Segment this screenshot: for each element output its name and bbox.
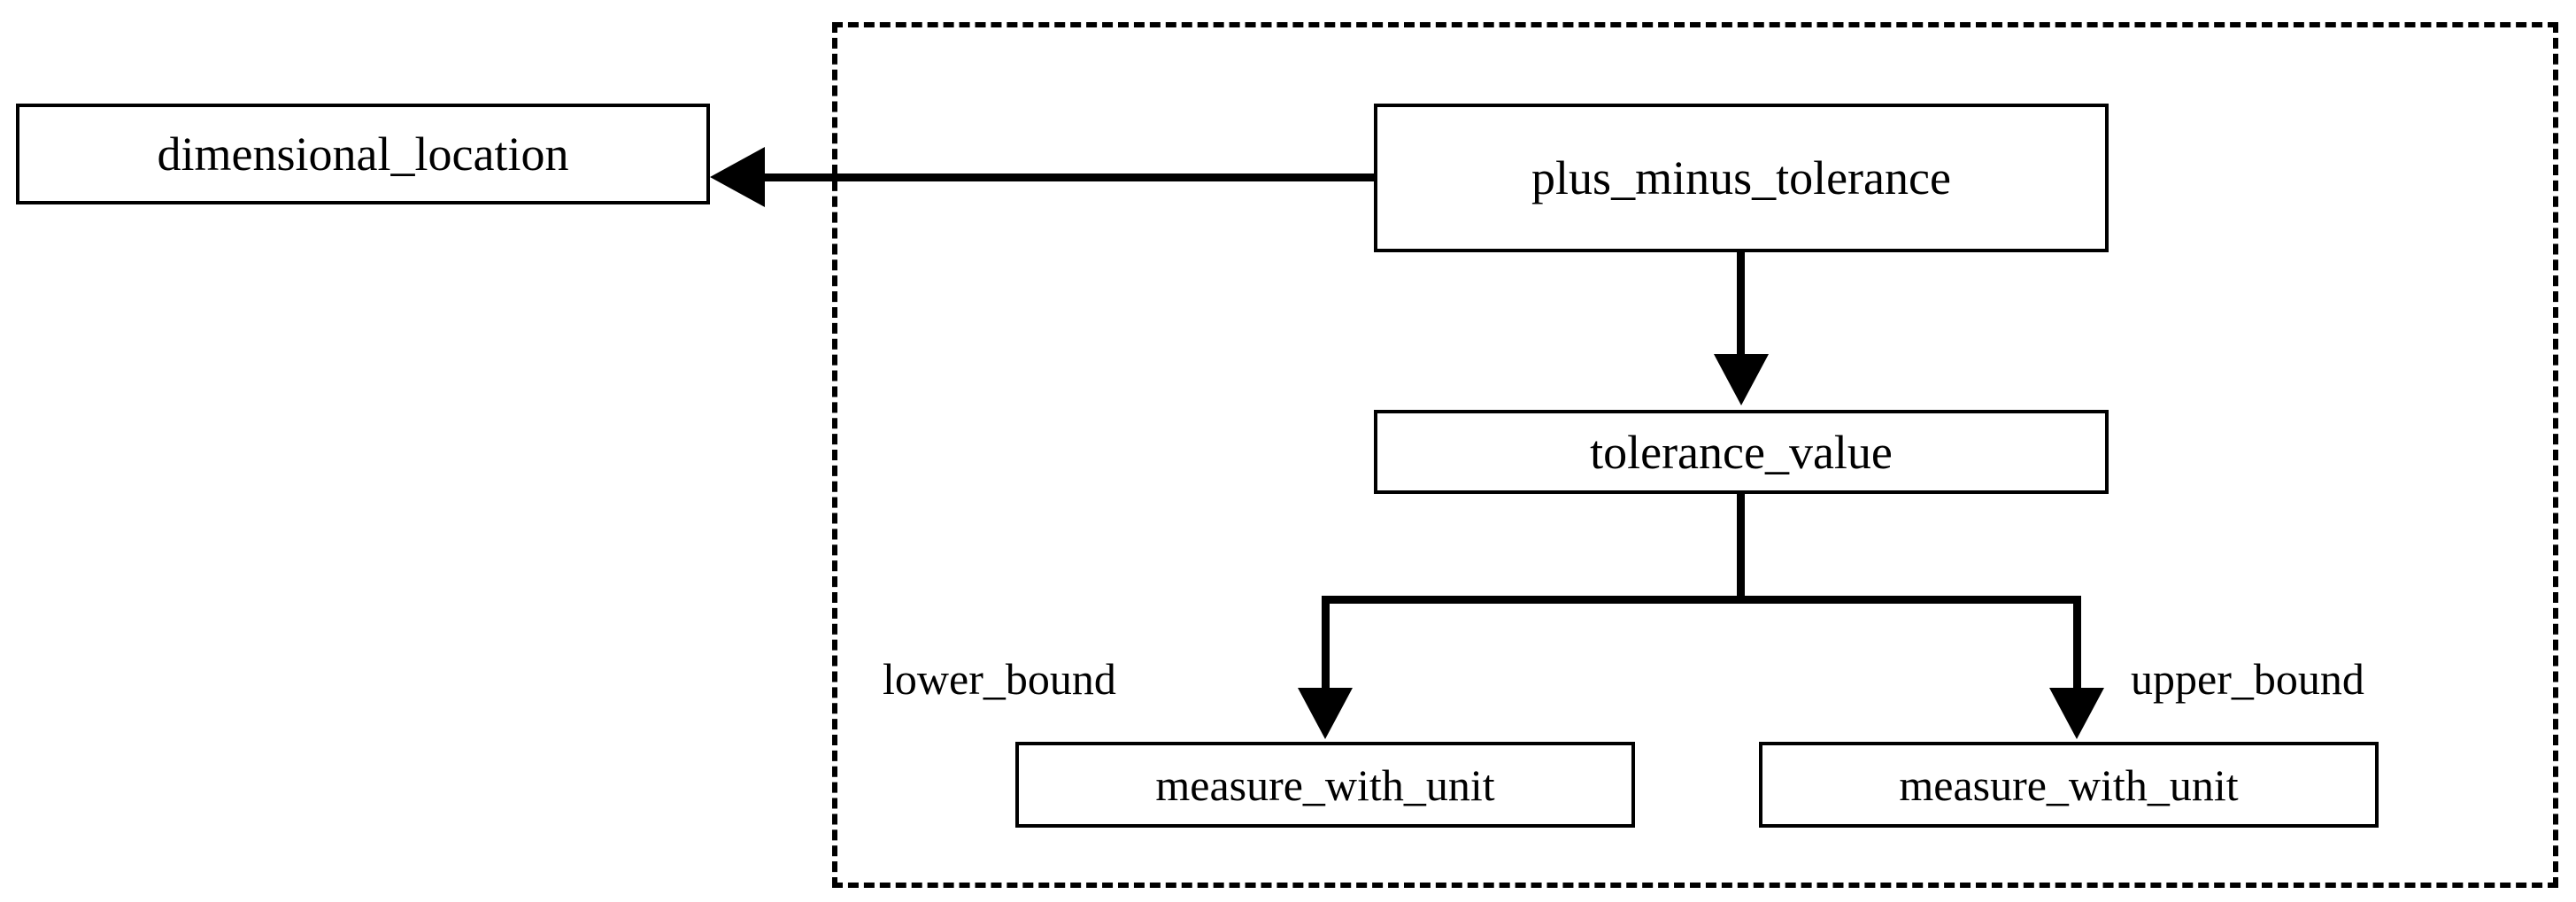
edge-lower-bound-line (1322, 596, 1330, 691)
node-plus-minus-tolerance-label: plus_minus_tolerance (1531, 151, 1951, 204)
node-dimensional-location-label: dimensional_location (157, 127, 569, 181)
node-measure-with-unit-lower[interactable]: measure_with_unit (1015, 742, 1635, 828)
node-tolerance-value[interactable]: tolerance_value (1374, 410, 2109, 494)
edge-upper-bound-line (2073, 596, 2081, 691)
edge-plus-minus-to-tolerance-value-line (1737, 251, 1745, 358)
edge-tolerance-value-stem (1737, 494, 1745, 603)
node-measure-with-unit-lower-label: measure_with_unit (1155, 759, 1495, 810)
edge-lower-bound-arrowhead (1298, 688, 1353, 739)
node-tolerance-value-label: tolerance_value (1590, 425, 1893, 479)
edge-label-upper-bound: upper_bound (2131, 654, 2364, 704)
edge-plus-minus-to-dimensional-location-line (763, 173, 1376, 181)
node-measure-with-unit-upper-label: measure_with_unit (1899, 759, 2239, 810)
edge-tolerance-value-branch-bar (1322, 596, 2081, 604)
edge-plus-minus-to-tolerance-value-arrowhead (1714, 354, 1769, 405)
node-measure-with-unit-upper[interactable]: measure_with_unit (1759, 742, 2379, 828)
edge-label-lower-bound: lower_bound (883, 654, 1116, 704)
node-dimensional-location[interactable]: dimensional_location (16, 104, 710, 204)
edge-plus-minus-to-dimensional-location-arrowhead (710, 147, 765, 207)
edge-upper-bound-arrowhead (2049, 688, 2104, 739)
node-plus-minus-tolerance[interactable]: plus_minus_tolerance (1374, 104, 2109, 252)
